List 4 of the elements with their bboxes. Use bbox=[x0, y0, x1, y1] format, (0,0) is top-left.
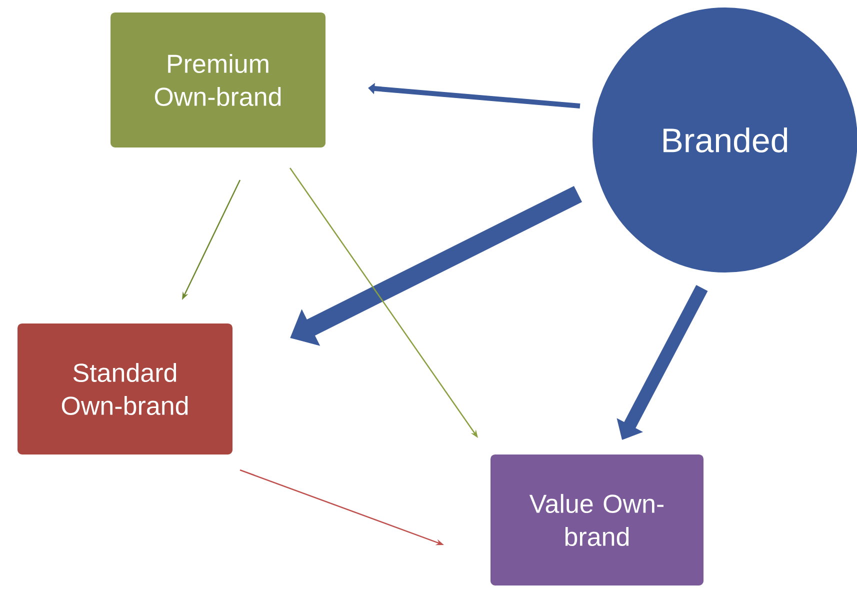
process-box: Value Own-brand bbox=[488, 451, 706, 588]
process-box: Premium Own-brand bbox=[108, 10, 328, 150]
circle-node: Branded bbox=[590, 4, 857, 276]
process-box: Standard Own-brand bbox=[14, 320, 236, 458]
